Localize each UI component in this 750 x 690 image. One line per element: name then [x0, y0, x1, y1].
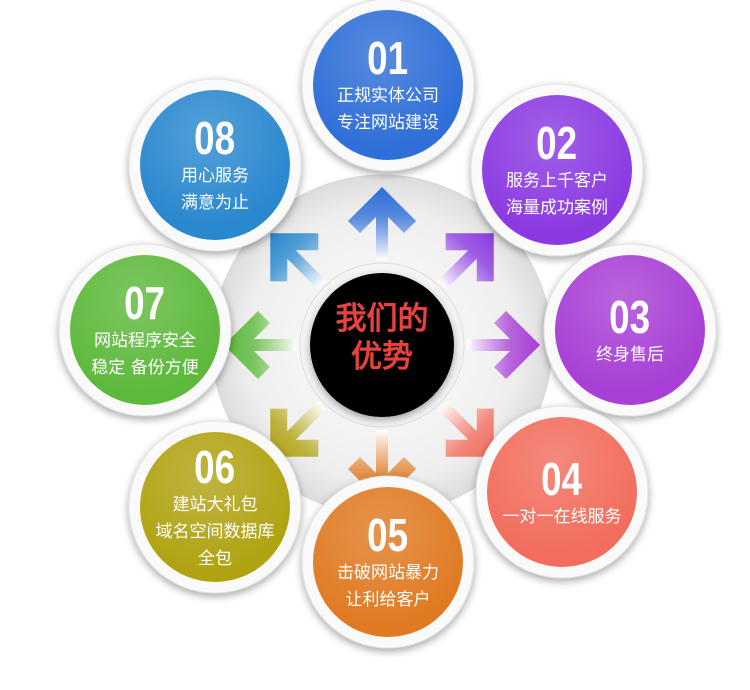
arrow-icon — [437, 400, 494, 457]
arrow-icon — [224, 311, 297, 379]
item-number: 03 — [609, 290, 651, 343]
item-text-line: 服务上千客户 — [506, 171, 608, 191]
item-number: 07 — [124, 277, 166, 329]
item-text-line: 击破网站暴力 — [337, 563, 439, 583]
arrow-icon — [437, 233, 494, 290]
item-text-line: 建站大礼包 — [172, 494, 258, 515]
item-text-line: 满意为止 — [181, 193, 249, 213]
item-text-line: 用心服务 — [181, 166, 249, 186]
arrow-icon — [270, 233, 327, 290]
center-title-line2: 优势 — [351, 339, 413, 375]
item-number: 08 — [194, 112, 236, 164]
item-number: 06 — [194, 440, 236, 493]
item-number: 04 — [541, 452, 583, 505]
item-text-line: 域名空间数据库 — [155, 521, 275, 542]
arrow-icon — [270, 400, 327, 457]
arrow-icon — [348, 187, 416, 260]
item-text-line: 全包 — [198, 548, 232, 569]
item-text-line: 正规实体公司 — [337, 86, 439, 106]
item-number: 02 — [536, 117, 578, 169]
item-text-line: 稳定 备份方便 — [91, 358, 199, 378]
item-text-line: 专注网站建设 — [337, 113, 439, 133]
item-number: 01 — [367, 32, 409, 84]
item-number: 05 — [367, 509, 409, 561]
arrow-icon — [467, 311, 540, 379]
item-text-line: 网站程序安全 — [94, 331, 196, 351]
item-text-line: 一对一在线服务 — [502, 506, 622, 527]
item-text-line: 海量成功案例 — [506, 198, 608, 218]
item-text-line: 终身售后 — [596, 344, 664, 365]
center-title-line1: 我们的 — [335, 301, 429, 337]
center-circle — [310, 273, 454, 417]
item-text-line: 让利给客户 — [345, 590, 431, 610]
center-title: 我们的 优势 — [310, 300, 454, 376]
